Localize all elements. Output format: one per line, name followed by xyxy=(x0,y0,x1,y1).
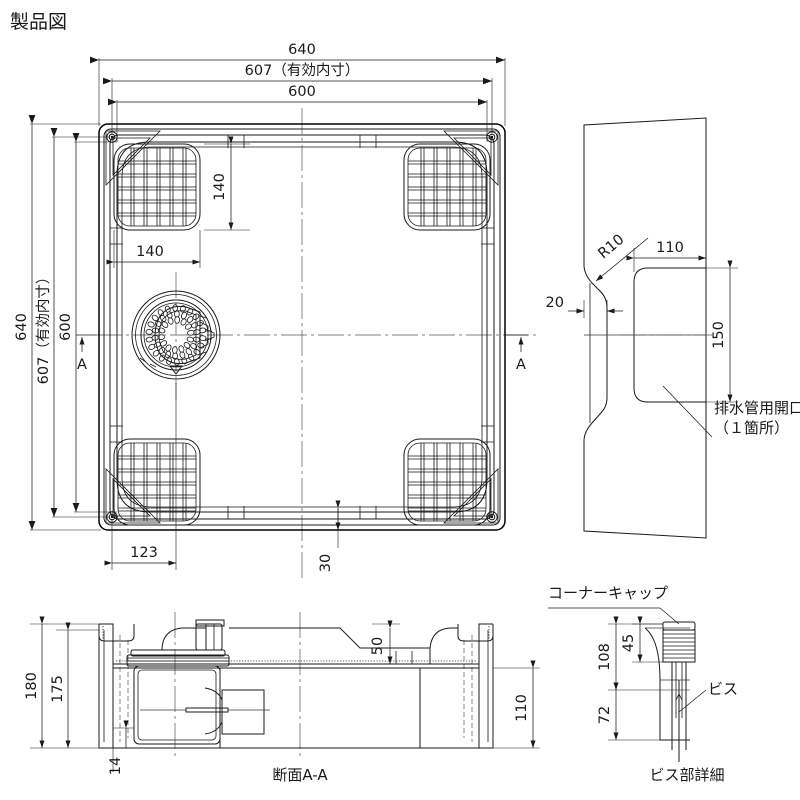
section-drain-trap xyxy=(126,619,270,745)
side-view: R10 20 110 150 排水管用開口 （１箇所） xyxy=(546,117,800,539)
screw-dim-72: 72 xyxy=(597,682,690,741)
side-dim-20: 20 xyxy=(546,295,623,318)
section-dim-50: 50 xyxy=(370,620,400,665)
section-dim-14: 14 xyxy=(108,720,134,775)
dim-30: 30 xyxy=(318,554,334,572)
section-label-a-left: A xyxy=(77,357,87,373)
dim-150: 150 xyxy=(711,321,727,349)
screw-detail-view: コーナーキャップ ビス 45 108 72 ビス部詳細 xyxy=(548,584,738,784)
plan-dim-140-vertical: 140 xyxy=(204,136,250,231)
pan-rim-line xyxy=(109,134,495,520)
dim-20: 20 xyxy=(546,295,564,311)
screw-detail-caption: ビス部詳細 xyxy=(649,766,724,784)
foot-pad-top-left xyxy=(113,143,201,231)
screw-leader: ビス xyxy=(678,680,738,713)
side-dim-110: 110 xyxy=(626,240,707,272)
screw-dim-45: 45 xyxy=(621,616,663,663)
side-dim-150: 150 xyxy=(706,260,738,403)
foot-pad-bottom-right xyxy=(403,438,491,526)
dim-600-left: 600 xyxy=(58,313,74,341)
section-caption: 断面A-A xyxy=(272,766,328,784)
dim-108: 108 xyxy=(597,643,613,671)
dim-175: 175 xyxy=(50,675,66,703)
section-label-a-right: A xyxy=(516,357,526,373)
dim-640-left: 640 xyxy=(14,313,30,341)
corner-gussets xyxy=(105,130,499,524)
dim-607-left: 607（有効内寸） xyxy=(35,270,52,385)
side-dim-r10: R10 xyxy=(595,232,649,282)
dim-50: 50 xyxy=(370,637,386,655)
dim-600-top: 600 xyxy=(288,84,316,100)
dim-180: 180 xyxy=(24,672,40,700)
label-screw: ビス xyxy=(708,680,738,698)
plan-top-dimensions: 640 607（有効内寸） 600 xyxy=(90,42,506,142)
dim-123: 123 xyxy=(130,545,158,561)
dim-45: 45 xyxy=(621,634,637,652)
label-corner-cap: コーナーキャップ xyxy=(548,584,668,602)
section-dim-180: 180 xyxy=(24,616,99,749)
drain-opening-annotation: 排水管用開口 （１箇所） xyxy=(662,385,800,438)
pan-outer-inner-offset xyxy=(103,128,501,526)
dim-640-top: 640 xyxy=(288,42,316,58)
section-marker-left: A xyxy=(76,334,96,373)
section-dim-175: 175 xyxy=(50,622,99,748)
section-view-aa: 180 175 14 50 110 断面A-A xyxy=(24,612,540,784)
foot-pad-top-right xyxy=(403,143,491,231)
plan-dim-30: 30 xyxy=(318,500,341,572)
section-dim-110: 110 xyxy=(493,660,540,749)
plan-dim-140-horizontal: 140 xyxy=(106,230,201,268)
section-marker-right: A xyxy=(505,334,528,373)
annotation-line-2: （１箇所） xyxy=(714,419,789,437)
corner-cap-leader: コーナーキャップ xyxy=(548,584,680,625)
pan-outer-outline xyxy=(98,123,506,531)
screw-dim-108: 108 xyxy=(597,616,690,691)
dim-140-vertical: 140 xyxy=(212,173,228,201)
dim-140-horizontal: 140 xyxy=(136,244,164,260)
dim-72: 72 xyxy=(597,706,613,724)
dim-607-top: 607（有効内寸） xyxy=(245,62,360,79)
pan-inner-basin-offset xyxy=(121,146,483,508)
drain-outlet-plan xyxy=(131,290,221,380)
dim-110-section: 110 xyxy=(514,694,530,722)
page-title: 製品図 xyxy=(10,11,67,33)
plan-dim-123: 123 xyxy=(104,380,177,570)
dim-14: 14 xyxy=(108,757,124,775)
plan-left-dimensions: 640 607（有効内寸） 600 xyxy=(14,115,117,531)
annotation-line-1: 排水管用開口 xyxy=(714,399,800,417)
dim-r10: R10 xyxy=(595,232,627,263)
foot-pad-bottom-left xyxy=(113,438,201,526)
dim-110-side: 110 xyxy=(656,240,684,256)
